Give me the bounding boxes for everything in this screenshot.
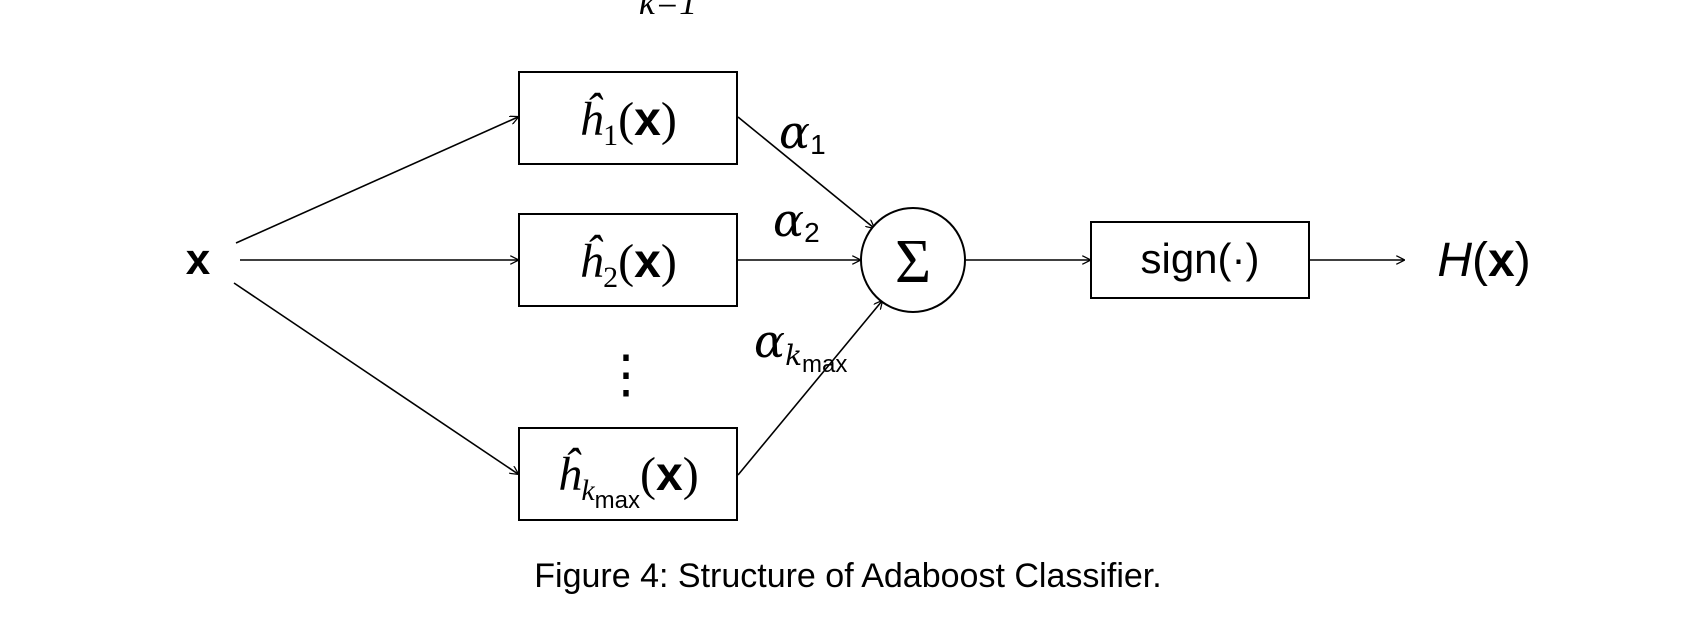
learner-h1-box bbox=[518, 71, 738, 165]
edge-h1-to-sum bbox=[737, 116, 874, 228]
learner-h1-label: ĥ1(x) bbox=[579, 92, 677, 152]
output-label: H(x) bbox=[1437, 234, 1530, 287]
sign-box bbox=[1090, 221, 1310, 299]
sum-symbol: Σ bbox=[895, 228, 931, 296]
sign-node: sign(·) bbox=[1090, 221, 1310, 299]
edge-input-to-h1 bbox=[235, 117, 518, 244]
sum-node: Σ bbox=[860, 207, 966, 313]
sum-circle bbox=[860, 207, 966, 313]
edge-input-to-hkmax bbox=[233, 282, 518, 474]
weight-alpha2: α2 bbox=[773, 193, 820, 248]
top-equation-fragment: k=1 bbox=[639, 0, 697, 22]
learner-h2-box bbox=[518, 213, 738, 307]
learner-hkmax-node: ĥkmax(x) bbox=[518, 427, 738, 521]
weight-alpha1: α1 bbox=[779, 105, 826, 160]
learner-h2-node: ĥ2(x) bbox=[518, 213, 738, 307]
figure-caption: Figure 4: Structure of Adaboost Classifi… bbox=[534, 557, 1162, 595]
learner-hkmax-box bbox=[518, 427, 738, 521]
learner-h2-label: ĥ2(x) bbox=[579, 234, 677, 294]
learner-hkmax-label: ĥkmax(x) bbox=[557, 447, 698, 514]
weight-alpha-kmax: αkmax bbox=[754, 314, 847, 378]
edge-hkmax-to-sum bbox=[737, 301, 882, 476]
learner-h1-node: ĥ1(x) bbox=[518, 71, 738, 165]
learners-ellipsis: ⋮ bbox=[600, 347, 652, 404]
sign-label: sign(·) bbox=[1140, 235, 1259, 282]
input-x-label: x bbox=[186, 235, 211, 284]
